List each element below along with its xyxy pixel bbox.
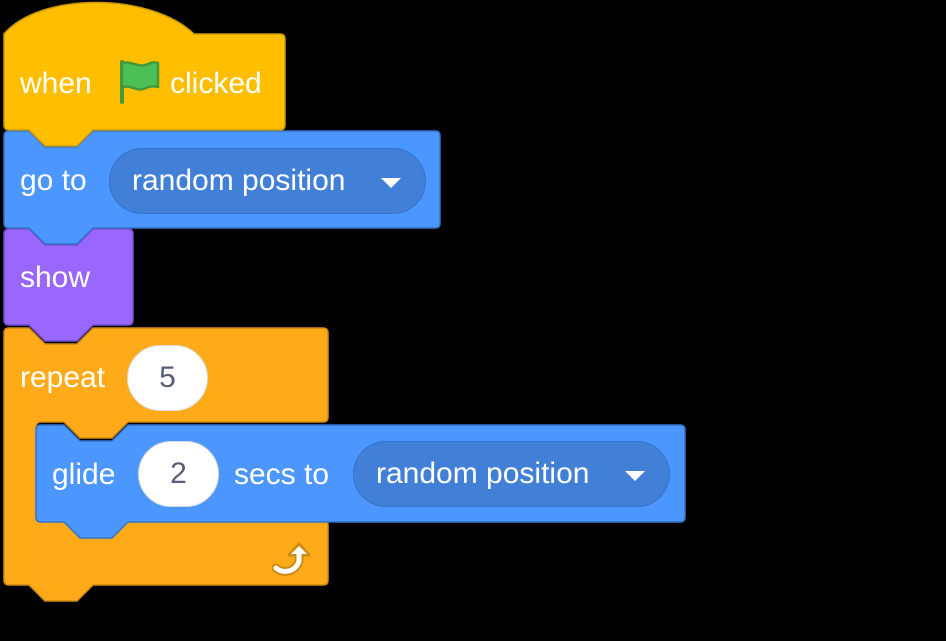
green-flag-icon[interactable] bbox=[114, 58, 162, 106]
repeat-label: repeat bbox=[20, 361, 106, 394]
chevron-down-icon bbox=[625, 471, 645, 481]
glide-secs-input[interactable]: 2 bbox=[138, 441, 219, 507]
glide-target-dropdown[interactable]: random position bbox=[353, 441, 670, 507]
goto-target-dropdown[interactable]: random position bbox=[109, 148, 426, 214]
secs-to-label: secs to bbox=[234, 458, 330, 491]
goto-label: go to bbox=[20, 164, 87, 197]
repeat-count-value: 5 bbox=[159, 361, 176, 394]
when-label: when bbox=[20, 67, 92, 100]
goto-dropdown-value: random position bbox=[132, 164, 346, 197]
show-label: show bbox=[20, 261, 91, 294]
clicked-label: clicked bbox=[170, 67, 262, 100]
show-block-shape[interactable] bbox=[3, 228, 134, 342]
loop-arrow-icon bbox=[271, 541, 311, 577]
glide-dropdown-value: random position bbox=[376, 457, 590, 490]
glide-secs-value: 2 bbox=[170, 457, 187, 490]
chevron-down-icon bbox=[381, 178, 401, 188]
glide-label: glide bbox=[52, 458, 116, 491]
repeat-count-input[interactable]: 5 bbox=[127, 345, 208, 411]
